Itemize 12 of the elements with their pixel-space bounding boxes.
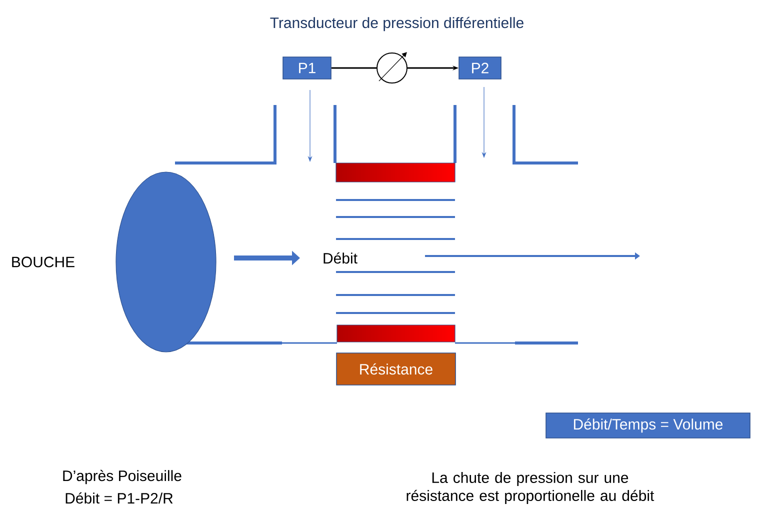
label-box: Débit/Temps = Volume [546,412,750,438]
part-label: BOUCHE [12,256,74,268]
title: Transducteur de pression différentielle [270,16,524,32]
gauge-symbol [376,52,408,84]
connector-line [331,67,376,69]
label-box: P2 [458,56,502,80]
label-box: P1 [282,56,332,80]
formula-text: Débit = P1-P2/R [66,492,173,504]
note-text: La chute de pression sur une résistance est proportionelle au débit [406,472,654,504]
part-label: Débit [324,252,358,264]
resistance-box: Résistance [336,352,456,386]
formula-text: D’après Poiseuille [63,470,182,484]
